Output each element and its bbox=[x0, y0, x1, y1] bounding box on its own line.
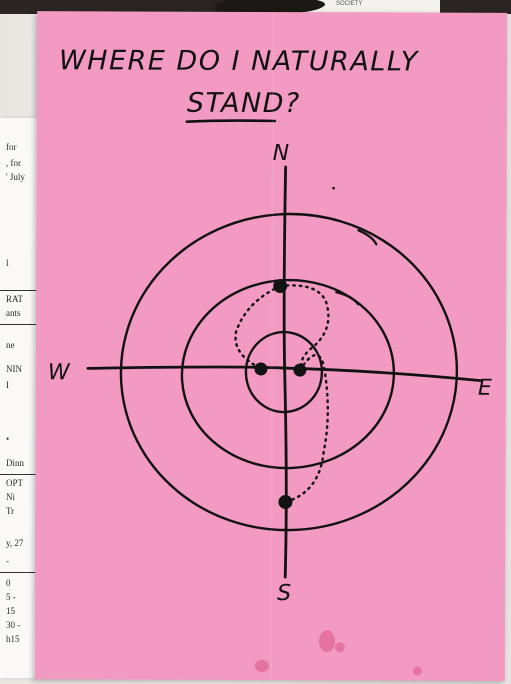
north-south-axis bbox=[283, 167, 287, 577]
doc-snippet: - bbox=[6, 556, 9, 566]
compass-label-east: E bbox=[478, 376, 492, 401]
doc-snippet: , for bbox=[6, 158, 21, 168]
doc-snippet: ants bbox=[6, 308, 21, 318]
paint-stain bbox=[413, 666, 422, 675]
heading-underline bbox=[187, 120, 275, 122]
doc-snippet: l bbox=[6, 258, 9, 268]
doc-snippet: y, 27 bbox=[6, 538, 23, 548]
compass-label-west: W bbox=[48, 360, 71, 385]
doc-snippet: ne bbox=[6, 340, 15, 350]
doc-snippet: for bbox=[6, 142, 17, 152]
doc-snippet: 5 - bbox=[6, 592, 16, 602]
position-dot-centre-left bbox=[254, 362, 267, 375]
doc-snippet: h15 bbox=[6, 634, 20, 644]
ink-speck bbox=[332, 187, 335, 190]
top-snippet: SOCIETY bbox=[336, 1, 362, 7]
sheet-drawing: WHERE DO I NATURALLY STAND? N S W E bbox=[35, 11, 507, 681]
paint-stain bbox=[335, 642, 345, 652]
position-dot-south bbox=[278, 495, 292, 509]
doc-snippet: 30 - bbox=[6, 620, 20, 630]
doc-snippet: Ni bbox=[6, 492, 15, 502]
doc-snippet: Tr bbox=[6, 506, 14, 516]
middle-circle-overlap bbox=[336, 292, 358, 304]
paint-stain bbox=[255, 660, 269, 672]
doc-snippet: Dinn bbox=[6, 458, 24, 468]
doc-snippet: OPT bbox=[6, 478, 23, 488]
middle-circle bbox=[177, 275, 398, 473]
doc-snippet: RAT bbox=[6, 294, 23, 304]
doc-snippet: 15 bbox=[6, 606, 15, 616]
outer-circle bbox=[111, 203, 467, 541]
doc-snippet: • bbox=[6, 434, 9, 444]
position-dot-centre-right bbox=[293, 364, 306, 377]
doc-snippet: 0 bbox=[6, 578, 11, 588]
dotted-path-upper-left bbox=[235, 286, 280, 368]
compass-label-south: S bbox=[277, 581, 291, 606]
heading-line-1: WHERE DO I NATURALLY bbox=[59, 45, 420, 77]
heading-line-2: STAND? bbox=[187, 88, 301, 119]
doc-snippet: I bbox=[6, 380, 9, 390]
doc-snippet: ' July bbox=[6, 172, 25, 182]
doc-snippet: NIN bbox=[6, 364, 22, 374]
pink-sheet: WHERE DO I NATURALLY STAND? N S W E bbox=[35, 11, 507, 681]
paint-stain bbox=[319, 630, 335, 652]
compass-label-north: N bbox=[273, 141, 290, 166]
position-dot-north bbox=[273, 279, 287, 293]
